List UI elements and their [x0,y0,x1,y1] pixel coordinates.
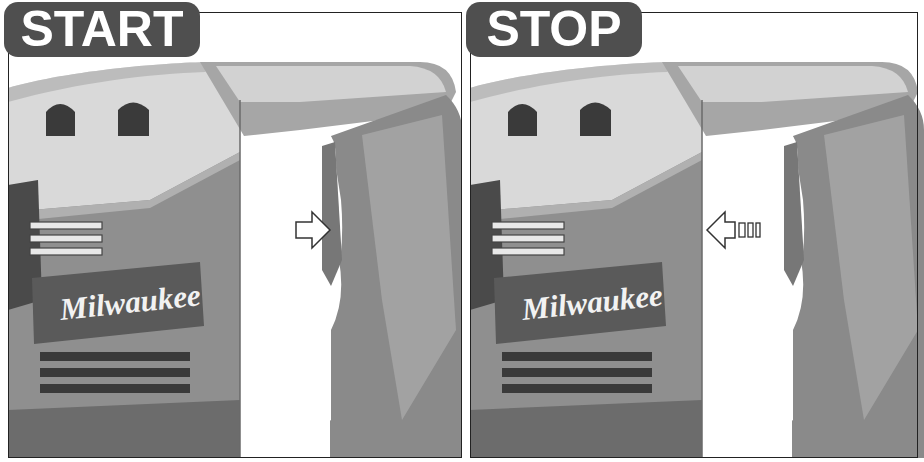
rotary-hammer [8,62,462,458]
rotary-hammer [470,62,924,458]
panel-heading: STOP [466,2,642,57]
pull-arrow [296,212,330,248]
panel-frame: START [8,12,462,458]
release-arrow [707,212,760,248]
panel-frame: STOP [470,12,918,458]
panel-heading: START [4,2,200,57]
